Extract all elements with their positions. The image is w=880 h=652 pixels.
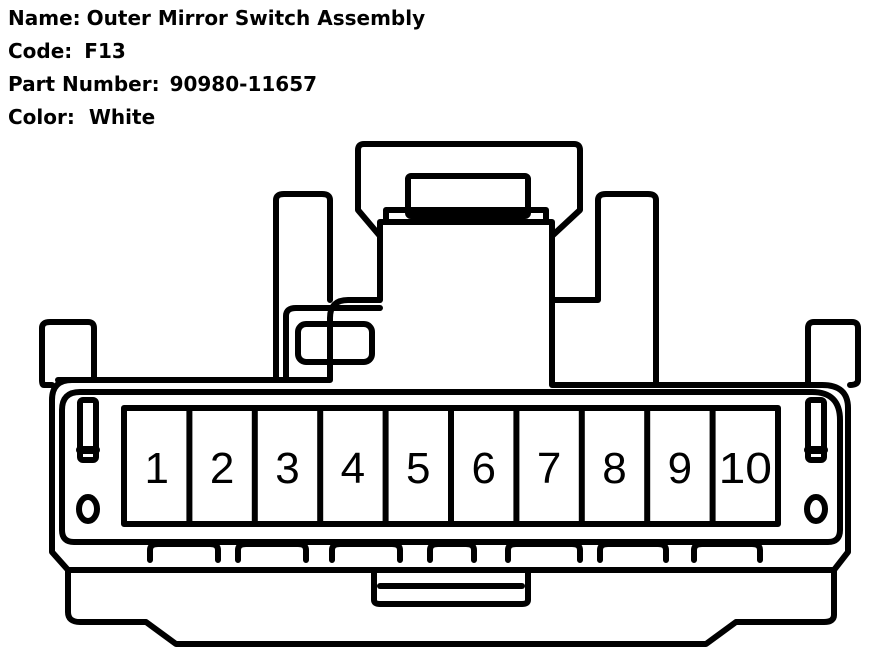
right-slot [805, 397, 827, 463]
left-post [273, 191, 333, 381]
keying-bump [295, 321, 375, 365]
pin-label-5: 5 [406, 444, 430, 493]
pin-label-7: 7 [537, 444, 561, 493]
left-ear [39, 319, 97, 388]
code-row: Code: F13 [8, 35, 425, 68]
right-ear [805, 319, 861, 388]
color-label: Color: [8, 105, 75, 129]
bottom-tab [427, 541, 477, 563]
connector-info: Name:Outer Mirror Switch Assembly Code: F… [8, 2, 425, 134]
left-slot [77, 397, 99, 463]
pin-label-10: 10 [719, 444, 772, 493]
pin-label-9: 9 [668, 444, 692, 493]
part-number-value: 90980-11657 [169, 72, 318, 96]
latch-window [405, 173, 531, 219]
bottom-tab [691, 541, 763, 563]
pin-label-8: 8 [602, 444, 626, 493]
bottom-tab [235, 541, 309, 563]
inner-frame [59, 389, 843, 545]
housing-outline [49, 219, 851, 647]
step-line [283, 305, 383, 381]
bottom-tab [505, 541, 583, 563]
part-number-label: Part Number: [8, 72, 160, 96]
name-row: Name:Outer Mirror Switch Assembly [8, 2, 425, 35]
right-post [549, 191, 659, 388]
code-value: F13 [84, 39, 126, 63]
pin-label-2: 2 [210, 444, 234, 493]
name-label: Name: [8, 6, 81, 30]
bottom-tab [329, 541, 403, 563]
color-value: White [88, 105, 156, 129]
top-latch [355, 141, 583, 239]
pin-label-4: 4 [341, 444, 365, 493]
pin-label-1: 1 [144, 444, 168, 493]
right-hole-icon [804, 494, 828, 524]
pin-label-6: 6 [471, 444, 495, 493]
color-row: Color: White [8, 101, 425, 134]
bottom-tab [147, 541, 221, 563]
pin-label-3: 3 [275, 444, 299, 493]
bottom-tab [597, 541, 669, 563]
inner-frame-outline [59, 389, 843, 545]
left-hole-icon [76, 494, 100, 524]
connector-housing [39, 141, 861, 647]
name-value: Outer Mirror Switch Assembly [86, 6, 426, 30]
bottom-release [371, 567, 531, 607]
bottom-tabs [65, 541, 837, 607]
code-label: Code: [8, 39, 73, 63]
part-number-row: Part Number: 90980-11657 [8, 68, 425, 101]
